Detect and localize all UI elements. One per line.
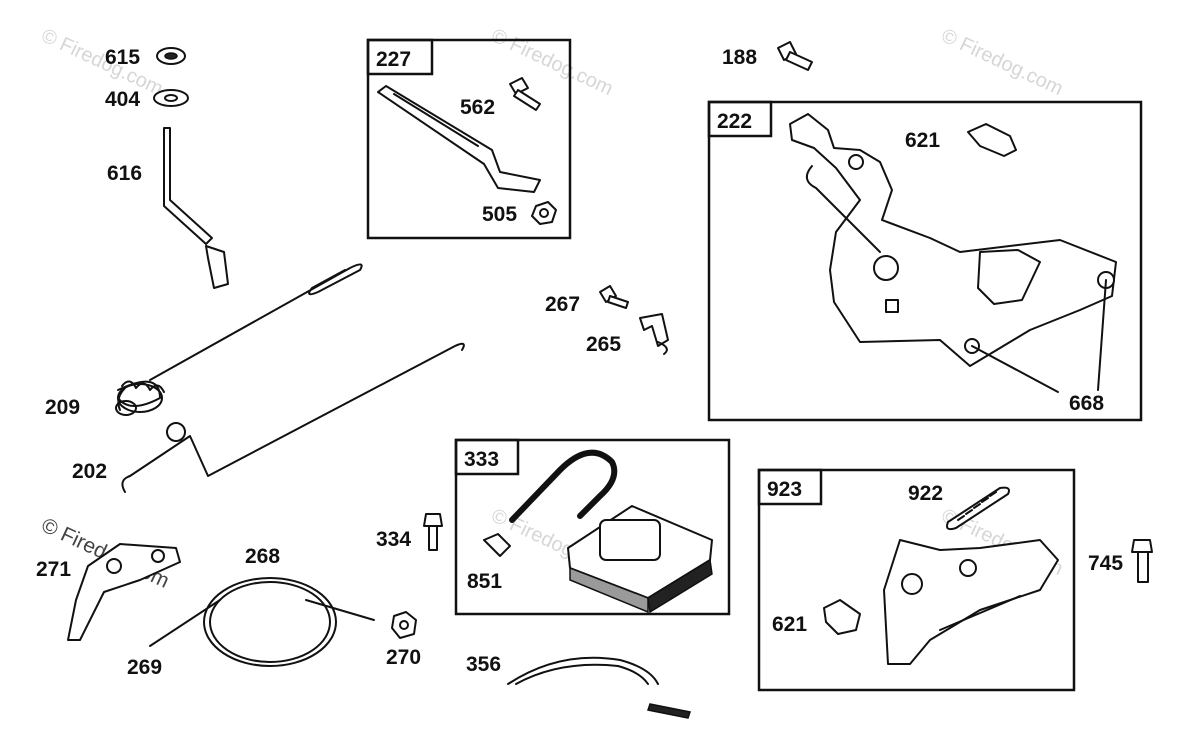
part-270-nut: 270 [386,611,421,669]
part-209-spring-link: 209 [45,263,363,419]
part-356-gasket: 356 [466,653,691,719]
watermark: © Firedog.com [938,25,1066,100]
part-615-nut: 615 [105,46,186,69]
part-202-governor-link: 202 [72,342,465,493]
part-265-clip: 265 [586,313,669,356]
label-621-a: 621 [905,129,940,152]
label-209: 209 [45,396,80,419]
label-269: 269 [127,656,162,679]
box-222: 222 621 668 [707,100,1143,422]
box-333-number: 333 [464,448,499,471]
part-269: 269 [127,656,162,679]
label-267: 267 [545,293,580,316]
part-922-spring: 922 [908,482,1010,531]
watermark: © Firedog.com [488,25,616,100]
label-202: 202 [72,460,107,483]
part-334-screw: 334 [376,513,443,551]
label-268: 268 [245,545,280,568]
label-270: 270 [386,646,421,669]
box-923-number: 923 [767,478,802,501]
box-227-number: 227 [376,48,411,71]
part-404-washer: 404 [105,88,189,111]
part-271-bracket: 271 [36,543,181,641]
part-562-screw: 562 [460,77,541,119]
part-851-connector: 851 [467,533,511,593]
label-271: 271 [36,558,71,581]
label-615: 615 [105,46,140,69]
part-505-nut: 505 [482,201,557,226]
label-356: 356 [466,653,501,676]
box-333: 333 851 [454,438,731,616]
part-745-screw: 745 [1088,539,1153,583]
box-222-number: 222 [717,110,752,133]
label-505: 505 [482,203,517,226]
part-621-clip: 621 [905,123,1017,157]
box-923: 923 922 621 [757,468,1076,692]
part-267-screw: 267 [545,285,629,316]
label-668: 668 [1069,392,1104,415]
label-334: 334 [376,528,411,551]
label-851: 851 [467,570,502,593]
label-745: 745 [1088,552,1123,575]
part-188-screw: 188 [722,41,813,71]
label-616: 616 [107,162,142,185]
part-621-clip: 621 [772,599,861,636]
label-621-b: 621 [772,613,807,636]
part-616-lever: 616 [107,127,229,289]
label-562: 562 [460,96,495,119]
part-268-cable: 268 [149,545,375,667]
label-265: 265 [586,333,621,356]
label-188: 188 [722,46,757,69]
label-404: 404 [105,88,140,111]
watermark: © Firedog.com [38,25,166,100]
box-227: 227 562 505 [366,38,572,240]
label-922: 922 [908,482,943,505]
